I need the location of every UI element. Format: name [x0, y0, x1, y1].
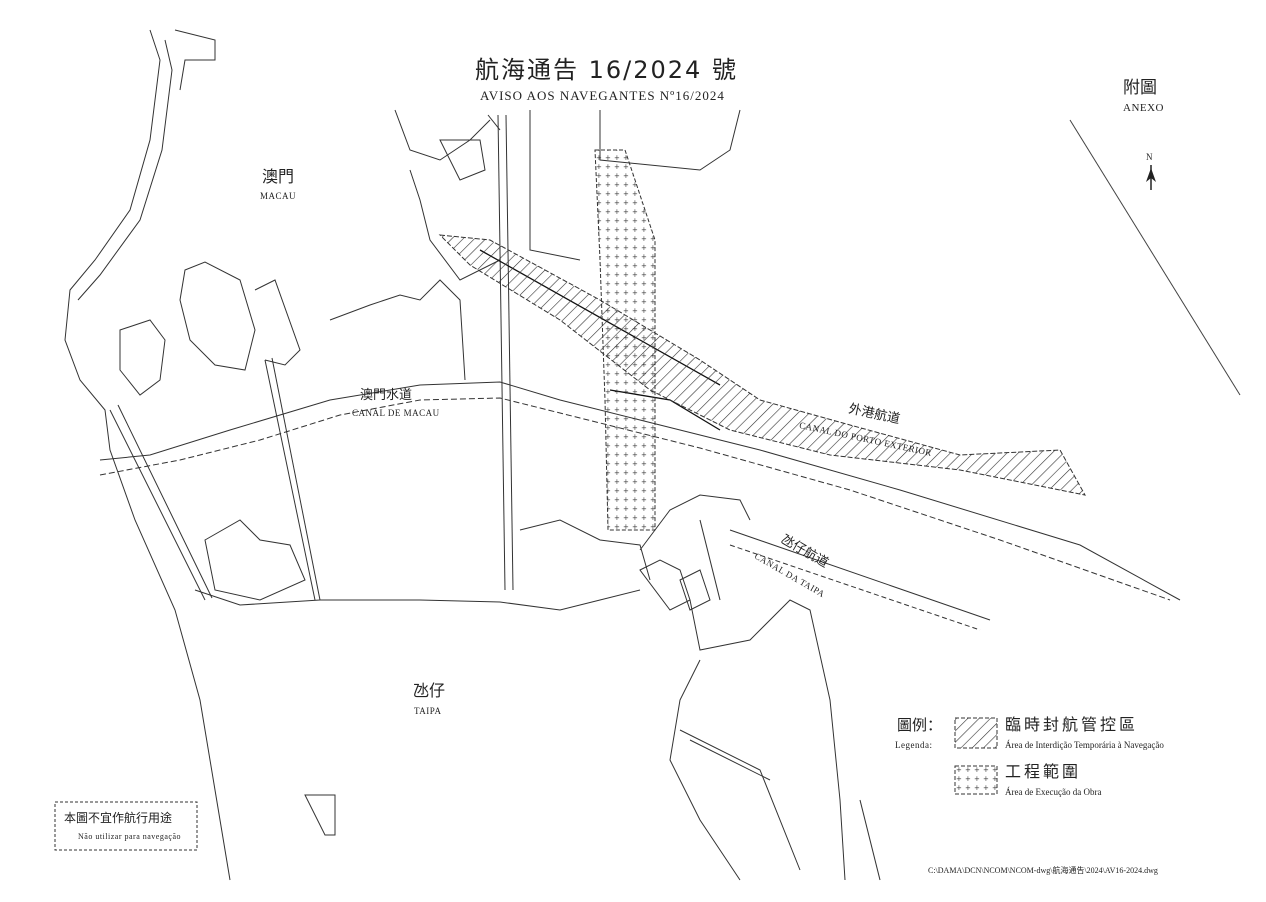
works-zone [594, 149, 656, 531]
interdiction-zone [438, 234, 1086, 496]
macau-label-pt: MACAU [260, 191, 297, 201]
bridge-west [109, 409, 206, 601]
disclaimer-pt: Não utilizar para navegação [78, 832, 182, 841]
legend-title-zh: 圖例： [897, 716, 943, 734]
canal-macau-zh: 澳門水道 [360, 388, 413, 403]
north-label: N [1146, 152, 1153, 162]
legend-item-hatch-pt: Área de Interdição Temporária à Navegaçã… [1005, 740, 1164, 750]
taipa-coast [194, 589, 641, 611]
legend-item-dots-pt: Área de Execução da Obra [1005, 787, 1102, 797]
bridge-central [264, 359, 316, 601]
macau-label-zh: 澳門 [262, 167, 295, 186]
annex-pt: ANEXO [1123, 102, 1164, 114]
legend-item-hatch-zh: 臨時封航管控區 [1005, 715, 1139, 734]
taipa-label-pt: TAIPA [414, 706, 442, 716]
taipa-label-zh: 氹仔 [413, 681, 446, 700]
macau-coast-west [64, 29, 231, 881]
title-zh: 航海通告 16/2024 號 [475, 56, 738, 84]
legend-swatch-hatch [954, 717, 998, 749]
canal-macau-pt: CANAL DE MACAU [352, 408, 440, 418]
north-arrow-icon [1146, 165, 1156, 190]
legend-item-dots-zh: 工程範圍 [1005, 762, 1082, 781]
disclaimer-box [54, 801, 198, 851]
title-pt: AVISO AOS NAVEGANTES Nº16/2024 [480, 88, 725, 103]
disclaimer-zh: 本圖不宜作航行用途 [64, 811, 173, 825]
legend-title-pt: Legenda: [895, 740, 933, 750]
bridge-east [497, 114, 506, 591]
file-path: C:\DAMA\DCN\NCOM\NCOM-dwg\航海通告\2024\AV16… [928, 866, 1158, 875]
annex-zh: 附圖 [1123, 78, 1157, 98]
legend-swatch-dots [954, 765, 998, 795]
